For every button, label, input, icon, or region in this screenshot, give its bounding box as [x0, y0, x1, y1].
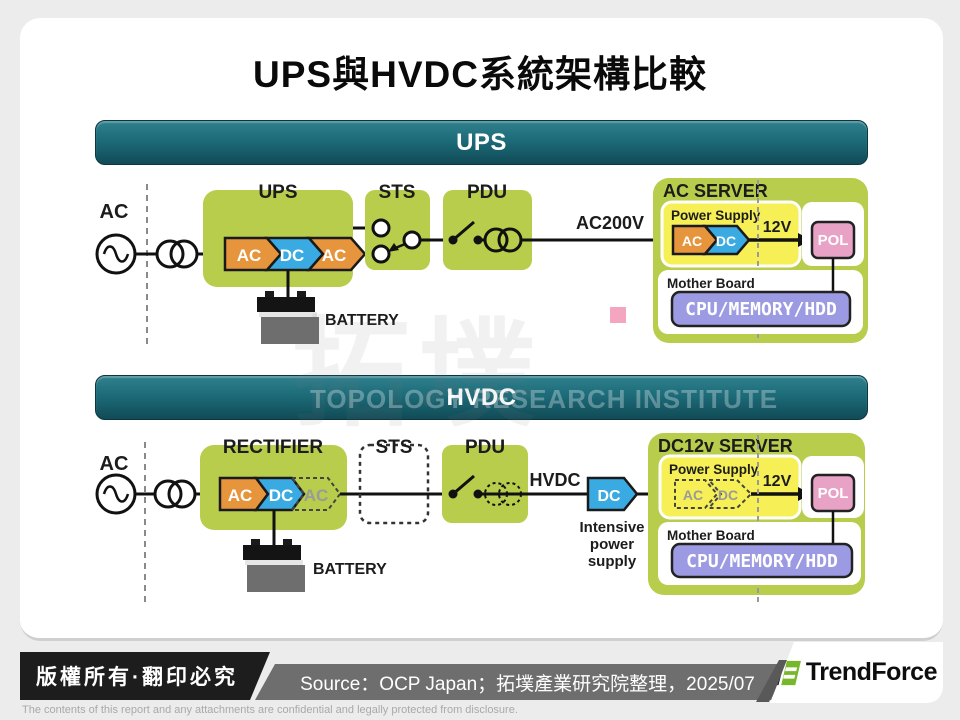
rectifier-label: RECTIFIER — [223, 437, 324, 458]
hvdc-ps-chevron-dc-label: DC — [718, 487, 738, 503]
hvdc-cpu-label: CPU/MEMORY/HDD — [686, 551, 838, 572]
dc12v-server-title: DC12v SERVER — [658, 436, 793, 456]
hvdc-chevron-ac2-label: AC — [304, 486, 329, 505]
intensive-line2: power — [590, 536, 634, 553]
hvdc-power-supply-label: Power Supply — [669, 462, 759, 477]
ac-server-title: AC SERVER — [663, 181, 768, 201]
page-title: UPS與HVDC系統架構比較 — [253, 54, 707, 95]
battery-icon — [257, 291, 319, 344]
hvdc-pdu-box — [442, 445, 528, 523]
intensive-line3: supply — [588, 553, 637, 570]
source-text: Source：OCP Japan；拓墣產業研究院整理，2025/07 — [300, 673, 755, 695]
ups-chevron-ac2 — [306, 236, 367, 272]
hvdc-section-header: HVDC — [95, 375, 868, 420]
ups-section-header: UPS — [95, 120, 868, 165]
ups-ps-chevron-dc — [702, 224, 751, 256]
transformer-icon — [155, 239, 199, 269]
hvdc-pol-label: POL — [818, 485, 849, 502]
ups-cpu-label: CPU/MEMORY/HDD — [685, 299, 837, 320]
ups-ps-chevron-dc-label: DC — [716, 233, 736, 249]
ups-chevron-ac2-label: AC — [322, 246, 347, 265]
ups-wire-label: AC200V — [576, 213, 644, 233]
transformer-icon — [153, 479, 197, 509]
hvdc-diagram: AC RECTIFIER AC DC AC BATTERY — [95, 433, 865, 604]
hvdc-section-title: HVDC — [446, 383, 517, 411]
ups-ac-source-label: AC — [100, 201, 129, 223]
ups-battery-label: BATTERY — [325, 312, 399, 329]
hvdc-ps-chevron-ac-label: AC — [683, 487, 703, 503]
copyright-plate: 版權所有·翻印必究 — [20, 652, 270, 700]
copyright-text: 版權所有·翻印必究 — [36, 666, 238, 689]
ups-chevron-ac1-label: AC — [237, 246, 262, 265]
hvdc-wire-label: HVDC — [529, 470, 580, 490]
ups-pol-label: POL — [818, 232, 849, 249]
ups-box-label: UPS — [258, 182, 297, 203]
transfer-switch-icon — [371, 218, 422, 264]
ups-power-supply-label: Power Supply — [671, 208, 761, 223]
pink-marker — [610, 307, 626, 323]
hvdc-ps-chevron-dc-removed — [706, 479, 753, 509]
ups-pdu-label: PDU — [467, 182, 507, 203]
ac-source-icon — [95, 473, 137, 515]
hvdc-cpu-box — [670, 542, 854, 579]
disclaimer-text: The contents of this report and any atta… — [22, 704, 518, 716]
brand-name: TrendForce — [805, 658, 938, 686]
ac-source-icon — [95, 233, 137, 275]
hvdc-chevron-ac2-removed — [290, 477, 342, 511]
ups-section-title: UPS — [456, 128, 507, 156]
hvdc-ac-source-label: AC — [100, 453, 129, 475]
hvdc-sts-box-removed — [358, 443, 430, 525]
hvdc-motherboard-label: Mother Board — [667, 528, 755, 543]
hvdc-dc-converter-label: DC — [597, 488, 621, 505]
hvdc-power-supply-box — [658, 454, 802, 520]
intensive-line1: Intensive — [579, 519, 644, 536]
ups-12v-label: 12V — [763, 219, 792, 236]
source-plate: Source：OCP Japan；拓墣產業研究院整理，2025/07 — [255, 664, 800, 700]
brand-plate: TrendForce — [770, 642, 943, 703]
ups-cpu-box — [670, 290, 852, 328]
hvdc-chevron-dc-label: DC — [269, 486, 294, 505]
ups-motherboard-label: Mother Board — [667, 276, 755, 291]
hvdc-ps-chevron-ac-removed — [674, 479, 719, 509]
hvdc-dc-converter — [586, 476, 639, 512]
hvdc-sts-label: STS — [376, 437, 413, 458]
hvdc-12v-label: 12V — [763, 473, 792, 490]
ups-ps-chevron-ac-label: AC — [682, 233, 702, 249]
ups-chevron-dc-label: DC — [280, 246, 305, 265]
ups-diagram: AC UPS AC DC AC — [95, 178, 868, 345]
ups-sts-label: STS — [379, 182, 416, 203]
hvdc-pdu-label: PDU — [465, 437, 505, 458]
hvdc-battery-label: BATTERY — [313, 561, 387, 578]
breaker-switch-icon — [448, 474, 483, 499]
battery-icon — [243, 539, 305, 592]
pdu-transformer-icon — [478, 227, 523, 253]
hvdc-chevron-ac1-label: AC — [228, 486, 253, 505]
